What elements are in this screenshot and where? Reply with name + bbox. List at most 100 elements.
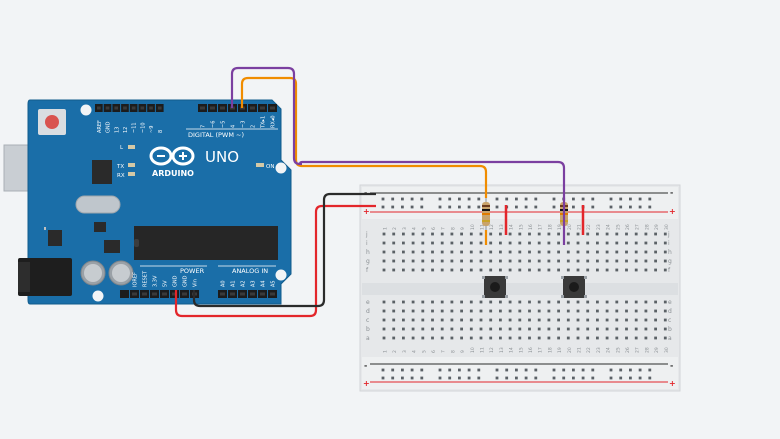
breadboard-hole[interactable] <box>495 197 499 201</box>
breadboard-hole[interactable] <box>586 268 590 272</box>
breadboard-hole[interactable] <box>392 327 396 331</box>
breadboard-hole[interactable] <box>581 368 585 372</box>
breadboard-hole[interactable] <box>629 376 632 380</box>
breadboard-hole[interactable] <box>654 232 657 236</box>
breadboard-hole[interactable] <box>431 268 434 272</box>
breadboard-hole[interactable] <box>634 268 638 272</box>
breadboard-hole[interactable] <box>411 318 415 322</box>
breadboard-hole[interactable] <box>557 259 560 263</box>
breadboard-hole[interactable] <box>440 232 444 236</box>
breadboard-hole[interactable] <box>605 241 609 245</box>
breadboard-hole[interactable] <box>605 336 609 340</box>
breadboard-hole[interactable] <box>460 241 463 245</box>
breadboard-hole[interactable] <box>411 300 415 304</box>
breadboard-hole[interactable] <box>619 205 623 209</box>
breadboard-hole[interactable] <box>557 250 560 254</box>
breadboard-hole[interactable] <box>460 300 463 304</box>
breadboard-hole[interactable] <box>634 300 638 304</box>
breadboard-hole[interactable] <box>537 241 541 245</box>
breadboard-hole[interactable] <box>644 232 648 236</box>
breadboard-hole[interactable] <box>479 318 483 322</box>
breadboard-hole[interactable] <box>499 232 502 236</box>
breadboard-hole[interactable] <box>615 309 619 313</box>
breadboard-hole[interactable] <box>421 318 425 322</box>
breadboard-hole[interactable] <box>547 250 551 254</box>
breadboard-hole[interactable] <box>547 309 551 313</box>
breadboard-hole[interactable] <box>634 241 638 245</box>
breadboard-hole[interactable] <box>654 250 657 254</box>
pushbutton-2[interactable] <box>561 276 587 298</box>
breadboard-hole[interactable] <box>605 309 609 313</box>
breadboard-hole[interactable] <box>431 250 434 254</box>
breadboard-hole[interactable] <box>411 250 415 254</box>
breadboard-hole[interactable] <box>431 318 434 322</box>
breadboard-hole[interactable] <box>654 318 657 322</box>
breadboard-hole[interactable] <box>524 197 528 201</box>
breadboard-hole[interactable] <box>382 336 386 340</box>
breadboard-hole[interactable] <box>518 300 522 304</box>
breadboard-hole[interactable] <box>591 205 595 209</box>
breadboard-hole[interactable] <box>382 327 386 331</box>
breadboard-hole[interactable] <box>458 205 461 209</box>
breadboard-hole[interactable] <box>663 300 667 304</box>
breadboard-hole[interactable] <box>596 241 599 245</box>
breadboard-hole[interactable] <box>663 232 667 236</box>
breadboard-hole[interactable] <box>489 318 493 322</box>
breadboard-hole[interactable] <box>524 205 528 209</box>
breadboard-hole[interactable] <box>382 232 386 236</box>
breadboard-hole[interactable] <box>557 300 560 304</box>
breadboard-hole[interactable] <box>477 376 481 380</box>
breadboard-hole[interactable] <box>392 259 396 263</box>
breadboard-hole[interactable] <box>392 232 396 236</box>
breadboard-hole[interactable] <box>534 197 538 201</box>
breadboard-hole[interactable] <box>528 232 531 236</box>
breadboard-hole[interactable] <box>438 197 442 201</box>
breadboard-hole[interactable] <box>410 368 414 372</box>
breadboard-hole[interactable] <box>382 309 386 313</box>
breadboard-hole[interactable] <box>557 232 560 236</box>
breadboard-hole[interactable] <box>420 376 424 380</box>
breadboard-hole[interactable] <box>402 268 405 272</box>
wire-purple[interactable] <box>298 160 566 245</box>
breadboard-hole[interactable] <box>596 250 599 254</box>
wire-purple-start[interactable] <box>230 66 302 166</box>
breadboard-hole[interactable] <box>557 309 560 313</box>
breadboard-hole[interactable] <box>431 241 434 245</box>
breadboard-hole[interactable] <box>402 259 405 263</box>
breadboard-hole[interactable] <box>448 368 452 372</box>
breadboard-hole[interactable] <box>572 197 575 201</box>
breadboard-hole[interactable] <box>625 336 628 340</box>
breadboard-hole[interactable] <box>381 205 385 209</box>
breadboard-hole[interactable] <box>401 197 404 201</box>
breadboard-hole[interactable] <box>629 205 632 209</box>
breadboard-hole[interactable] <box>528 241 531 245</box>
breadboard-hole[interactable] <box>518 336 522 340</box>
breadboard-hole[interactable] <box>634 327 638 331</box>
breadboard-hole[interactable] <box>615 259 619 263</box>
breadboard-hole[interactable] <box>619 197 623 201</box>
breadboard-hole[interactable] <box>528 250 531 254</box>
breadboard-hole[interactable] <box>596 309 599 313</box>
breadboard-hole[interactable] <box>644 309 648 313</box>
breadboard-hole[interactable] <box>547 318 551 322</box>
breadboard-hole[interactable] <box>508 268 512 272</box>
breadboard-hole[interactable] <box>654 241 657 245</box>
breadboard-hole[interactable] <box>566 250 570 254</box>
breadboard-hole[interactable] <box>557 241 560 245</box>
breadboard-hole[interactable] <box>402 241 405 245</box>
breadboard-hole[interactable] <box>528 327 531 331</box>
breadboard-hole[interactable] <box>392 309 396 313</box>
breadboard-hole[interactable] <box>499 241 502 245</box>
breadboard-hole[interactable] <box>576 268 580 272</box>
breadboard-hole[interactable] <box>438 205 442 209</box>
breadboard-hole[interactable] <box>644 336 648 340</box>
breadboard-hole[interactable] <box>596 232 599 236</box>
breadboard-hole[interactable] <box>609 376 613 380</box>
breadboard-hole[interactable] <box>421 327 425 331</box>
breadboard-hole[interactable] <box>562 368 566 372</box>
breadboard-hole[interactable] <box>411 268 415 272</box>
breadboard-hole[interactable] <box>629 197 632 201</box>
breadboard-hole[interactable] <box>401 368 404 372</box>
breadboard-hole[interactable] <box>411 336 415 340</box>
breadboard-hole[interactable] <box>644 241 648 245</box>
